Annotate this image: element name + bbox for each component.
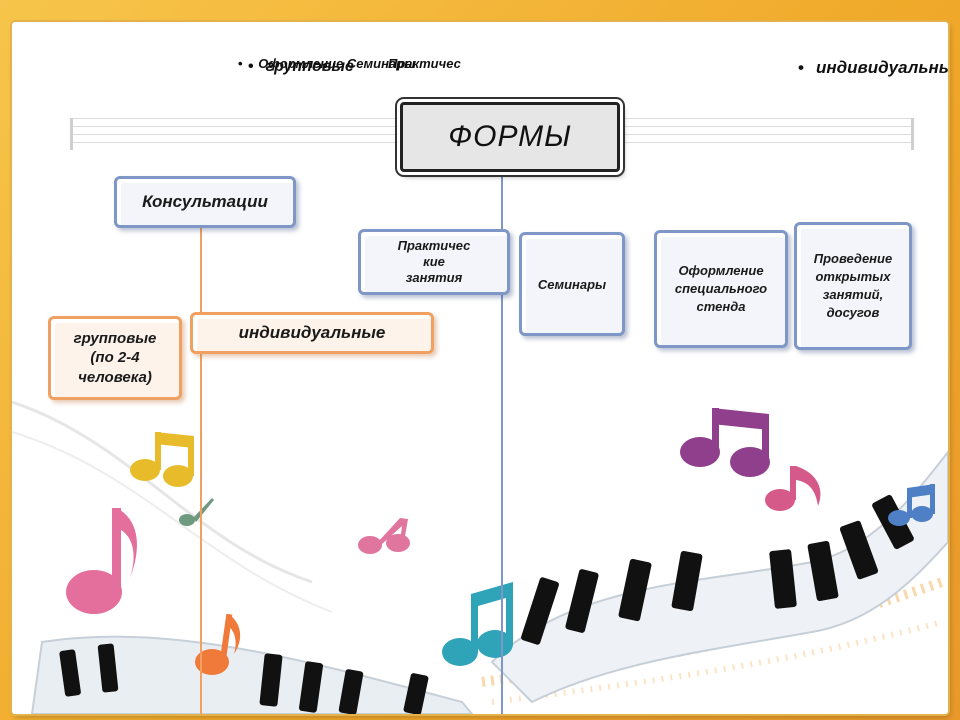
- bullet-individual: •индивидуальные: [798, 58, 948, 77]
- forms-title-box: ФОРМЫ: [400, 102, 620, 172]
- purple-note-icon: [680, 408, 770, 477]
- overlapping-bullet-text: • Оформление Семинары: [238, 56, 416, 71]
- small-pink-note-icon: [358, 518, 410, 554]
- blue-note-icon: [888, 484, 935, 526]
- open-lessons-box: Проведение открытых занятий, досугов: [794, 222, 912, 350]
- music-decoration: [12, 400, 948, 714]
- blue-connector-line: [501, 164, 503, 714]
- consultations-box: Консультации: [114, 176, 296, 228]
- individual-box: индивидуальные: [190, 312, 434, 354]
- yellow-note-icon: [130, 432, 194, 487]
- orange-connector-line: [200, 222, 202, 714]
- seminars-box: Семинары: [519, 232, 625, 336]
- practical-lessons-box: Практичес кие занятия: [358, 229, 510, 295]
- slide-canvas: • Оформление Семинары Практичес •группов…: [12, 22, 948, 714]
- overlap-text-2: Практичес: [388, 56, 461, 71]
- overlap-text-3: •групповые: [248, 58, 354, 75]
- pink-note-icon: [66, 508, 137, 614]
- green-note-icon: [179, 498, 214, 526]
- special-stand-box: Оформление специального стенда: [654, 230, 788, 348]
- overlap-text-1: Оформление Семинары: [258, 56, 416, 71]
- group-box: групповые (по 2-4 человека): [48, 316, 182, 400]
- magenta-note-icon: [765, 466, 821, 511]
- page-title: ФОРМЫ: [448, 120, 572, 153]
- orange-note-icon: [195, 613, 241, 675]
